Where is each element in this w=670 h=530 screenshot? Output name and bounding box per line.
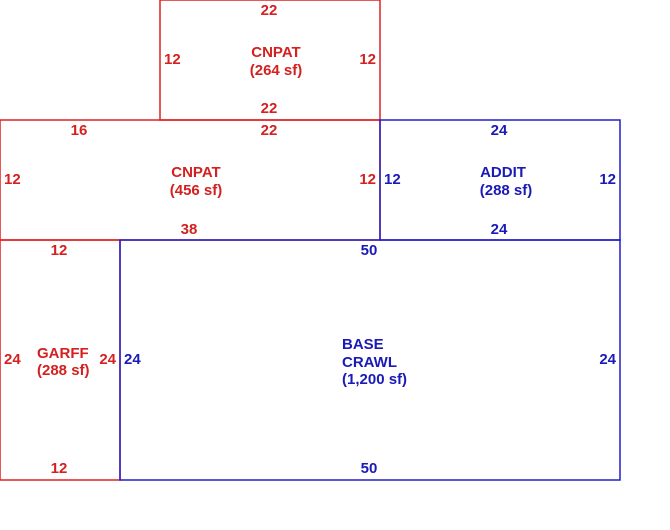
addit-dim-top: 24 [491,122,508,139]
base-area: (1,200 sf) [342,371,407,388]
base-label-line2: CRAWL [342,354,397,371]
cnpat-mid-area: (456 sf) [170,182,223,199]
garff-dim-bottom: 12 [51,460,68,477]
base-dim-right: 24 [599,351,616,368]
cnpat-top-dim-top: 22 [261,2,278,19]
base-dim-top: 50 [361,242,378,259]
garff-label: GARFF [37,345,89,362]
cnpat-top-dim-bottom: 22 [261,100,278,117]
cnpat-top-label: CNPAT [251,44,300,61]
cnpat-top-dim-left: 12 [164,51,181,68]
base-label-line1: BASE [342,336,384,353]
cnpat-mid-dim-left: 12 [4,171,21,188]
garff-dim-left: 24 [4,351,21,368]
cnpat-mid-dim-bottom: 38 [181,221,198,238]
cnpat-mid-dim-top: 22 [261,122,278,139]
addit-dim-right: 12 [599,171,616,188]
garff-area: (288 sf) [37,362,90,379]
addit-label: ADDIT [480,164,526,181]
garff-dim-top: 12 [51,242,68,259]
base-dim-bottom: 50 [361,460,378,477]
cnpat-top-area: (264 sf) [250,62,303,79]
cnpat-mid-label: CNPAT [171,164,220,181]
base-dim-left: 24 [124,351,141,368]
cnpat-mid-dim-top-left: 16 [71,122,88,139]
cnpat-mid-dim-right: 12 [359,171,376,188]
cnpat-top-dim-right: 12 [359,51,376,68]
addit-dim-left: 12 [384,171,401,188]
addit-dim-bottom: 24 [491,221,508,238]
addit-area: (288 sf) [480,182,533,199]
garff-dim-right: 24 [99,351,116,368]
base-outline [119,239,621,481]
